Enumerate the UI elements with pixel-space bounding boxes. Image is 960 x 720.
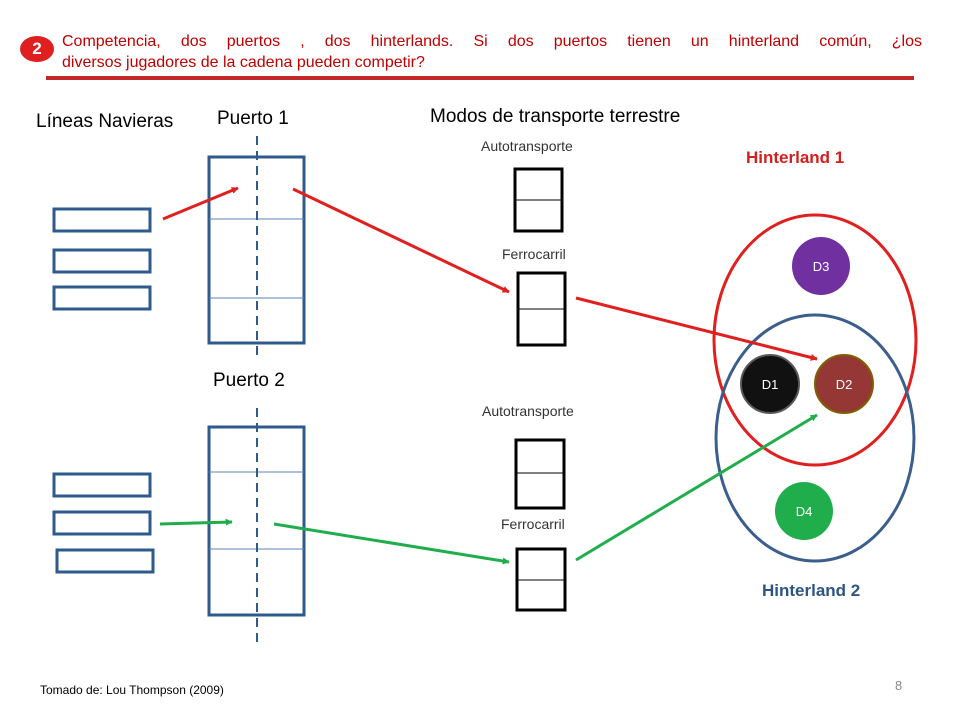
- destination-d4-label: D4: [796, 504, 813, 519]
- route-red-sea-to-port-1: [162, 186, 239, 221]
- hinterland-1-label: Hinterland 1: [746, 148, 845, 167]
- vessel-box: [52, 248, 152, 274]
- land-transport-modes-label: Modos de transporte terrestre: [430, 106, 681, 127]
- vessel-box: [52, 207, 152, 233]
- rail-box-bottom: [515, 547, 567, 612]
- source-credit: Tomado de: Lou Thompson (2009): [40, 683, 224, 697]
- rail-label-bottom: Ferrocarril: [501, 516, 565, 532]
- slide-title: Competencia, dos puertos , dos hinterlan…: [62, 31, 922, 73]
- slide-number-badge: 2: [20, 36, 54, 62]
- vessel-box: [52, 285, 152, 311]
- truck-box-top: [513, 167, 564, 233]
- route-green-sea-to-port-2: [159, 518, 233, 526]
- vessel-box: [52, 472, 152, 498]
- hinterland-1-ellipse: [712, 213, 918, 467]
- rail-box-top: [516, 271, 567, 347]
- title-line-2: diversos jugadores de la cadena pueden c…: [62, 54, 425, 71]
- destination-d2: D2: [814, 354, 874, 414]
- port-1-terminal: [207, 136, 306, 356]
- truck-label-top: Autotransporte: [481, 138, 573, 154]
- destination-d2-label: D2: [836, 377, 853, 392]
- hinterland-2-ellipse: [714, 313, 916, 563]
- route-green-rail-to-d2: [575, 413, 818, 562]
- title-underline: [46, 76, 914, 80]
- vessel-box: [55, 548, 155, 574]
- shipping-lines-group-bottom: [52, 472, 155, 574]
- port-1-label: Puerto 1: [217, 108, 289, 129]
- route-red-port-1-to-rail: [292, 187, 510, 294]
- vessel-box: [52, 510, 152, 536]
- destination-d1: D1: [740, 354, 800, 414]
- shipping-lines-label: Líneas Navieras: [36, 111, 174, 132]
- route-green-port-2-to-rail: [273, 522, 510, 565]
- title-line-1: Competencia, dos puertos , dos hinterlan…: [62, 33, 922, 50]
- destination-d3: D3: [792, 237, 850, 295]
- destination-d4: D4: [775, 482, 833, 540]
- truck-label-bottom: Autotransporte: [482, 403, 574, 419]
- shipping-lines-group-top: [52, 207, 152, 311]
- route-red-rail-to-d2: [575, 296, 818, 361]
- destination-d3-label: D3: [813, 259, 830, 274]
- port-2-label: Puerto 2: [213, 370, 285, 391]
- rail-label-top: Ferrocarril: [502, 246, 566, 262]
- hinterland-2-label: Hinterland 2: [762, 581, 861, 600]
- truck-box-bottom: [514, 438, 566, 510]
- destination-d1-label: D1: [762, 377, 779, 392]
- page-number: 8: [895, 678, 903, 693]
